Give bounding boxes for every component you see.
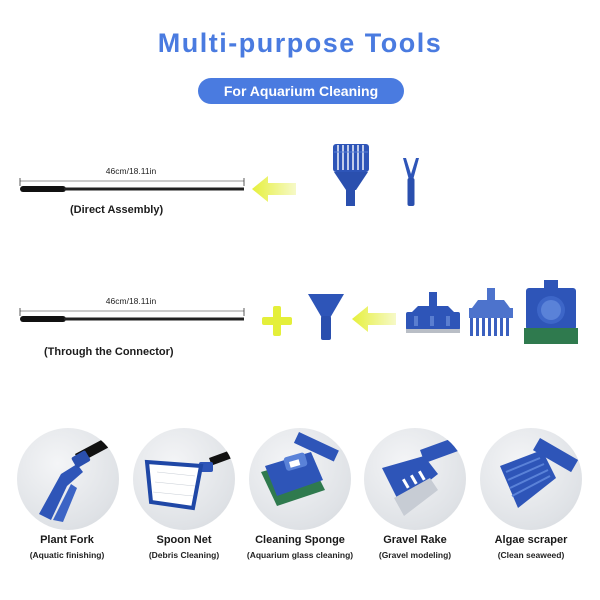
gravel-rake-head-icon bbox=[469, 288, 513, 336]
spoon-net-circle bbox=[133, 428, 235, 530]
direct-assembly-caption: (Direct Assembly) bbox=[70, 204, 164, 216]
gravel-rake-icon bbox=[382, 432, 466, 516]
tool-name-plant-fork: Plant Fork bbox=[40, 534, 94, 546]
tool-name-gravel-rake: Gravel Rake bbox=[383, 534, 447, 546]
scraper-head-icon bbox=[406, 292, 460, 333]
rod-pole-1 bbox=[64, 187, 244, 191]
connector-caption: (Through the Connector) bbox=[44, 346, 174, 358]
rod-handle-1 bbox=[20, 186, 66, 192]
subtitle-badge: For Aquarium Cleaning bbox=[198, 78, 404, 104]
rake-head-icon bbox=[333, 144, 369, 206]
algae-scraper-circle bbox=[480, 428, 582, 530]
tool-desc-plant-fork: (Aquatic finishing) bbox=[29, 550, 105, 560]
plus-icon bbox=[262, 306, 292, 336]
cleaning-sponge-icon bbox=[261, 432, 339, 506]
rod-handle-2 bbox=[20, 316, 66, 322]
cleaning-sponge-circle bbox=[249, 428, 351, 530]
page-title: Multi-purpose Tools bbox=[157, 28, 443, 58]
tool-desc-gravel-rake: (Gravel modeling) bbox=[378, 550, 452, 560]
algae-scraper-icon bbox=[500, 438, 579, 508]
rod-dimension-2 bbox=[19, 308, 245, 322]
rod-dimension-1 bbox=[19, 178, 245, 192]
sponge-head-icon bbox=[524, 280, 578, 344]
rod-length-label-1: 46cm/18.11in bbox=[105, 166, 157, 176]
tool-desc-algae-scraper: (Clean seaweed) bbox=[497, 550, 565, 560]
tool-desc-cleaning-sponge: (Aquarium glass cleaning) bbox=[246, 550, 354, 560]
rod-pole-2 bbox=[64, 317, 244, 321]
fork-head-icon bbox=[403, 158, 419, 206]
plant-fork-circle bbox=[17, 428, 119, 530]
plant-fork-icon bbox=[39, 428, 119, 522]
rod-length-label-2: 46cm/18.11in bbox=[105, 296, 157, 306]
tool-desc-spoon-net: (Debris Cleaning) bbox=[148, 550, 220, 560]
gravel-rake-circle bbox=[364, 428, 466, 530]
arrow-left-icon bbox=[252, 176, 296, 202]
spoon-net-icon bbox=[144, 445, 235, 511]
tool-name-spoon-net: Spoon Net bbox=[156, 534, 212, 546]
connector-icon bbox=[308, 294, 344, 340]
arrow-left-icon-2 bbox=[352, 306, 396, 332]
tool-name-algae-scraper: Algae scraper bbox=[494, 534, 568, 546]
tool-name-cleaning-sponge: Cleaning Sponge bbox=[255, 534, 345, 546]
